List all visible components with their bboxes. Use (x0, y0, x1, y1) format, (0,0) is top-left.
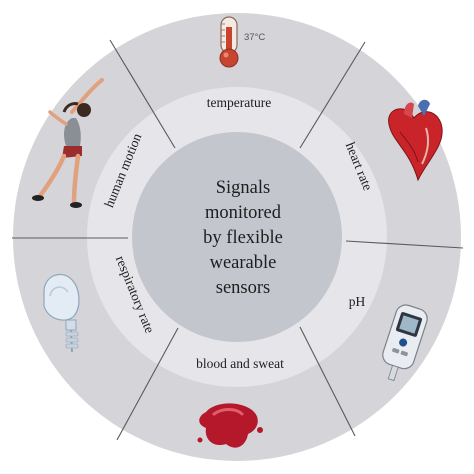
divider-line (109, 39, 176, 149)
divider-line (299, 41, 366, 149)
center-title-line: wearable (210, 253, 277, 273)
center-disc (132, 132, 342, 342)
segment-dividers (12, 39, 464, 441)
center-title-line: by flexible (203, 228, 283, 248)
blood-drop-icon (197, 403, 263, 448)
center-title: Signals monitored by flexible wearable s… (203, 178, 283, 298)
divider-line (116, 327, 179, 441)
thermometer-icon (219, 16, 239, 68)
divider-line (345, 240, 464, 249)
label-temperature: temperature (207, 95, 271, 110)
center-title-line: sensors (216, 278, 270, 298)
label-blood-and-sweat: blood and sweat (196, 356, 284, 371)
oxygen-mask-icon (43, 273, 80, 353)
glucometer-icon (382, 304, 428, 382)
stretching-woman-icon (32, 78, 104, 208)
center-title-line: monitored (205, 203, 282, 223)
divider-line (299, 326, 356, 437)
thermometer-reading: 37°C (244, 32, 265, 43)
center-title-line: Signals (216, 178, 270, 198)
label-ph: pH (349, 294, 366, 309)
heart-icon (388, 99, 443, 182)
